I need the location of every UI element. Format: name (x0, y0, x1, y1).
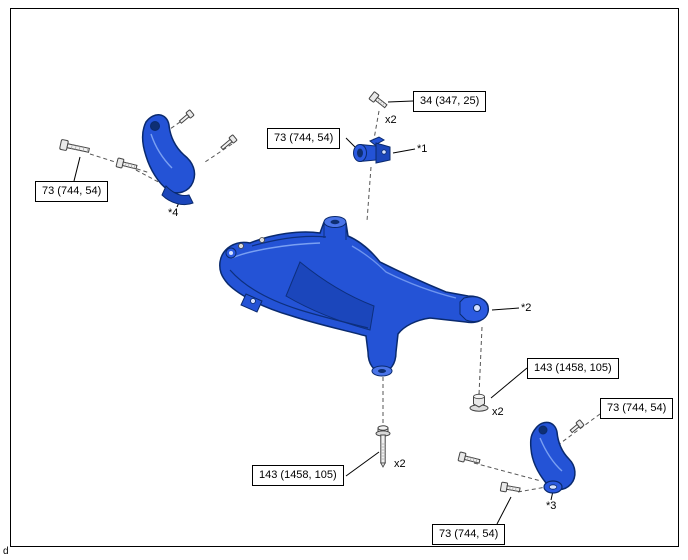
mount-bracket (353, 136, 391, 164)
qty-label-bottom-bolt: x2 (394, 458, 406, 470)
qty-label-top-bolt: x2 (385, 114, 397, 126)
torque-callout-bottom-right: 73 (744, 54) (432, 524, 506, 545)
torque-callout-bottom-center: 143 (1458, 105) (252, 465, 344, 486)
torque-callout-right: 143 (1458, 105) (527, 358, 619, 379)
part-marker-4: *4 (168, 207, 179, 219)
torque-callout-far-right: 73 (744, 54) (600, 398, 674, 419)
qty-label-right-nut: x2 (492, 406, 504, 418)
diagram-border (10, 8, 679, 547)
stud-bolt-icon (569, 419, 585, 434)
bolt-icon (457, 451, 481, 464)
upper-control-arm (141, 114, 196, 206)
part-marker-2: *2 (521, 302, 532, 314)
long-bolt-icon (375, 425, 391, 468)
bolt-icon (368, 91, 388, 109)
nut-icon (469, 393, 489, 412)
lower-control-arm (529, 421, 576, 494)
part-marker-1: *1 (417, 143, 428, 155)
torque-callout-top: 34 (347, 25) (413, 91, 487, 112)
flange-bolt-icon (59, 139, 90, 153)
part-marker-3: *3 (546, 500, 557, 512)
bolt-icon (499, 481, 521, 493)
bolt-icon (220, 134, 238, 151)
rear-suspension-member (219, 216, 490, 377)
bolt-icon (115, 157, 138, 170)
corner-label: d (3, 546, 9, 557)
torque-callout-upper-left: 73 (744, 54) (35, 181, 109, 202)
stud-bolt-icon (178, 109, 195, 124)
torque-callout-upper-middle: 73 (744, 54) (267, 128, 341, 149)
